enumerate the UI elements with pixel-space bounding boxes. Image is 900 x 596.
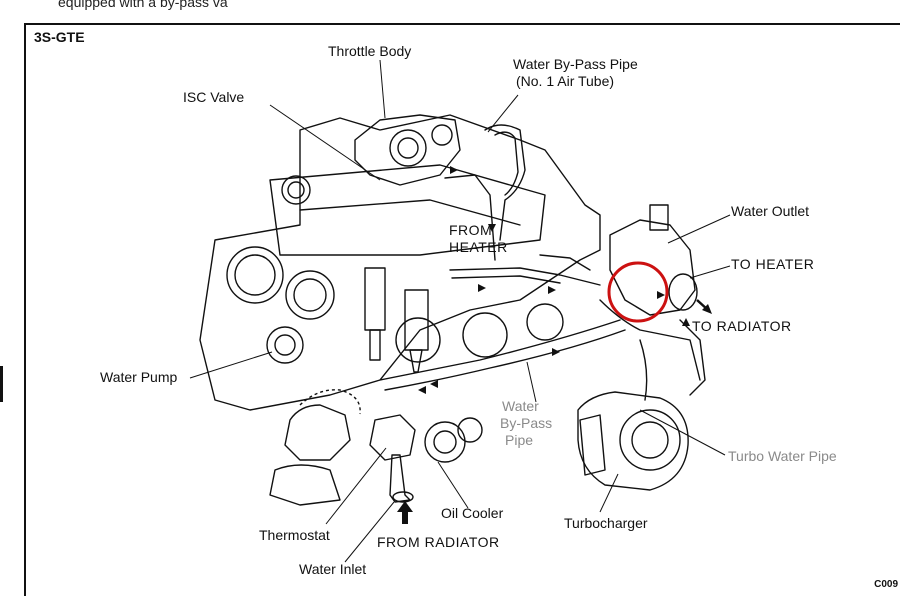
- throttle-body-label: Throttle Body: [328, 43, 412, 59]
- from-heater-label-line1: FROM: [449, 222, 493, 238]
- diagram-frame: [24, 23, 900, 596]
- engine-model-label: 3S-GTE: [34, 29, 85, 45]
- thermostat-label: Thermostat: [259, 527, 330, 543]
- turbocharger-label: Turbocharger: [564, 515, 648, 531]
- from-radiator-label: FROM RADIATOR: [377, 534, 500, 550]
- header-text: equipped with a by-pass va: [58, 0, 228, 10]
- water-bypass-label-line3: Pipe: [505, 432, 534, 448]
- water-bypass-pipe-label-line1: Water By-Pass Pipe: [513, 56, 638, 72]
- to-heater-label: TO HEATER: [731, 256, 815, 272]
- water-pump-label: Water Pump: [100, 369, 178, 385]
- turbo-water-pipe-label: Turbo Water Pipe: [728, 448, 837, 464]
- from-heater-label-line2: HEATER: [449, 239, 508, 255]
- water-bypass-label-line2: By-Pass: [500, 415, 553, 431]
- water-inlet-label: Water Inlet: [299, 561, 367, 577]
- water-bypass-pipe-label-line2: (No. 1 Air Tube): [516, 73, 615, 89]
- water-bypass-label-line1: Water: [502, 398, 539, 414]
- oil-cooler-label: Oil Cooler: [441, 505, 504, 521]
- isc-valve-label: ISC Valve: [183, 89, 245, 105]
- figure-code: C009: [874, 579, 898, 590]
- water-outlet-label: Water Outlet: [731, 203, 810, 219]
- to-radiator-label: TO RADIATOR: [692, 318, 792, 334]
- margin-mark: [0, 366, 3, 402]
